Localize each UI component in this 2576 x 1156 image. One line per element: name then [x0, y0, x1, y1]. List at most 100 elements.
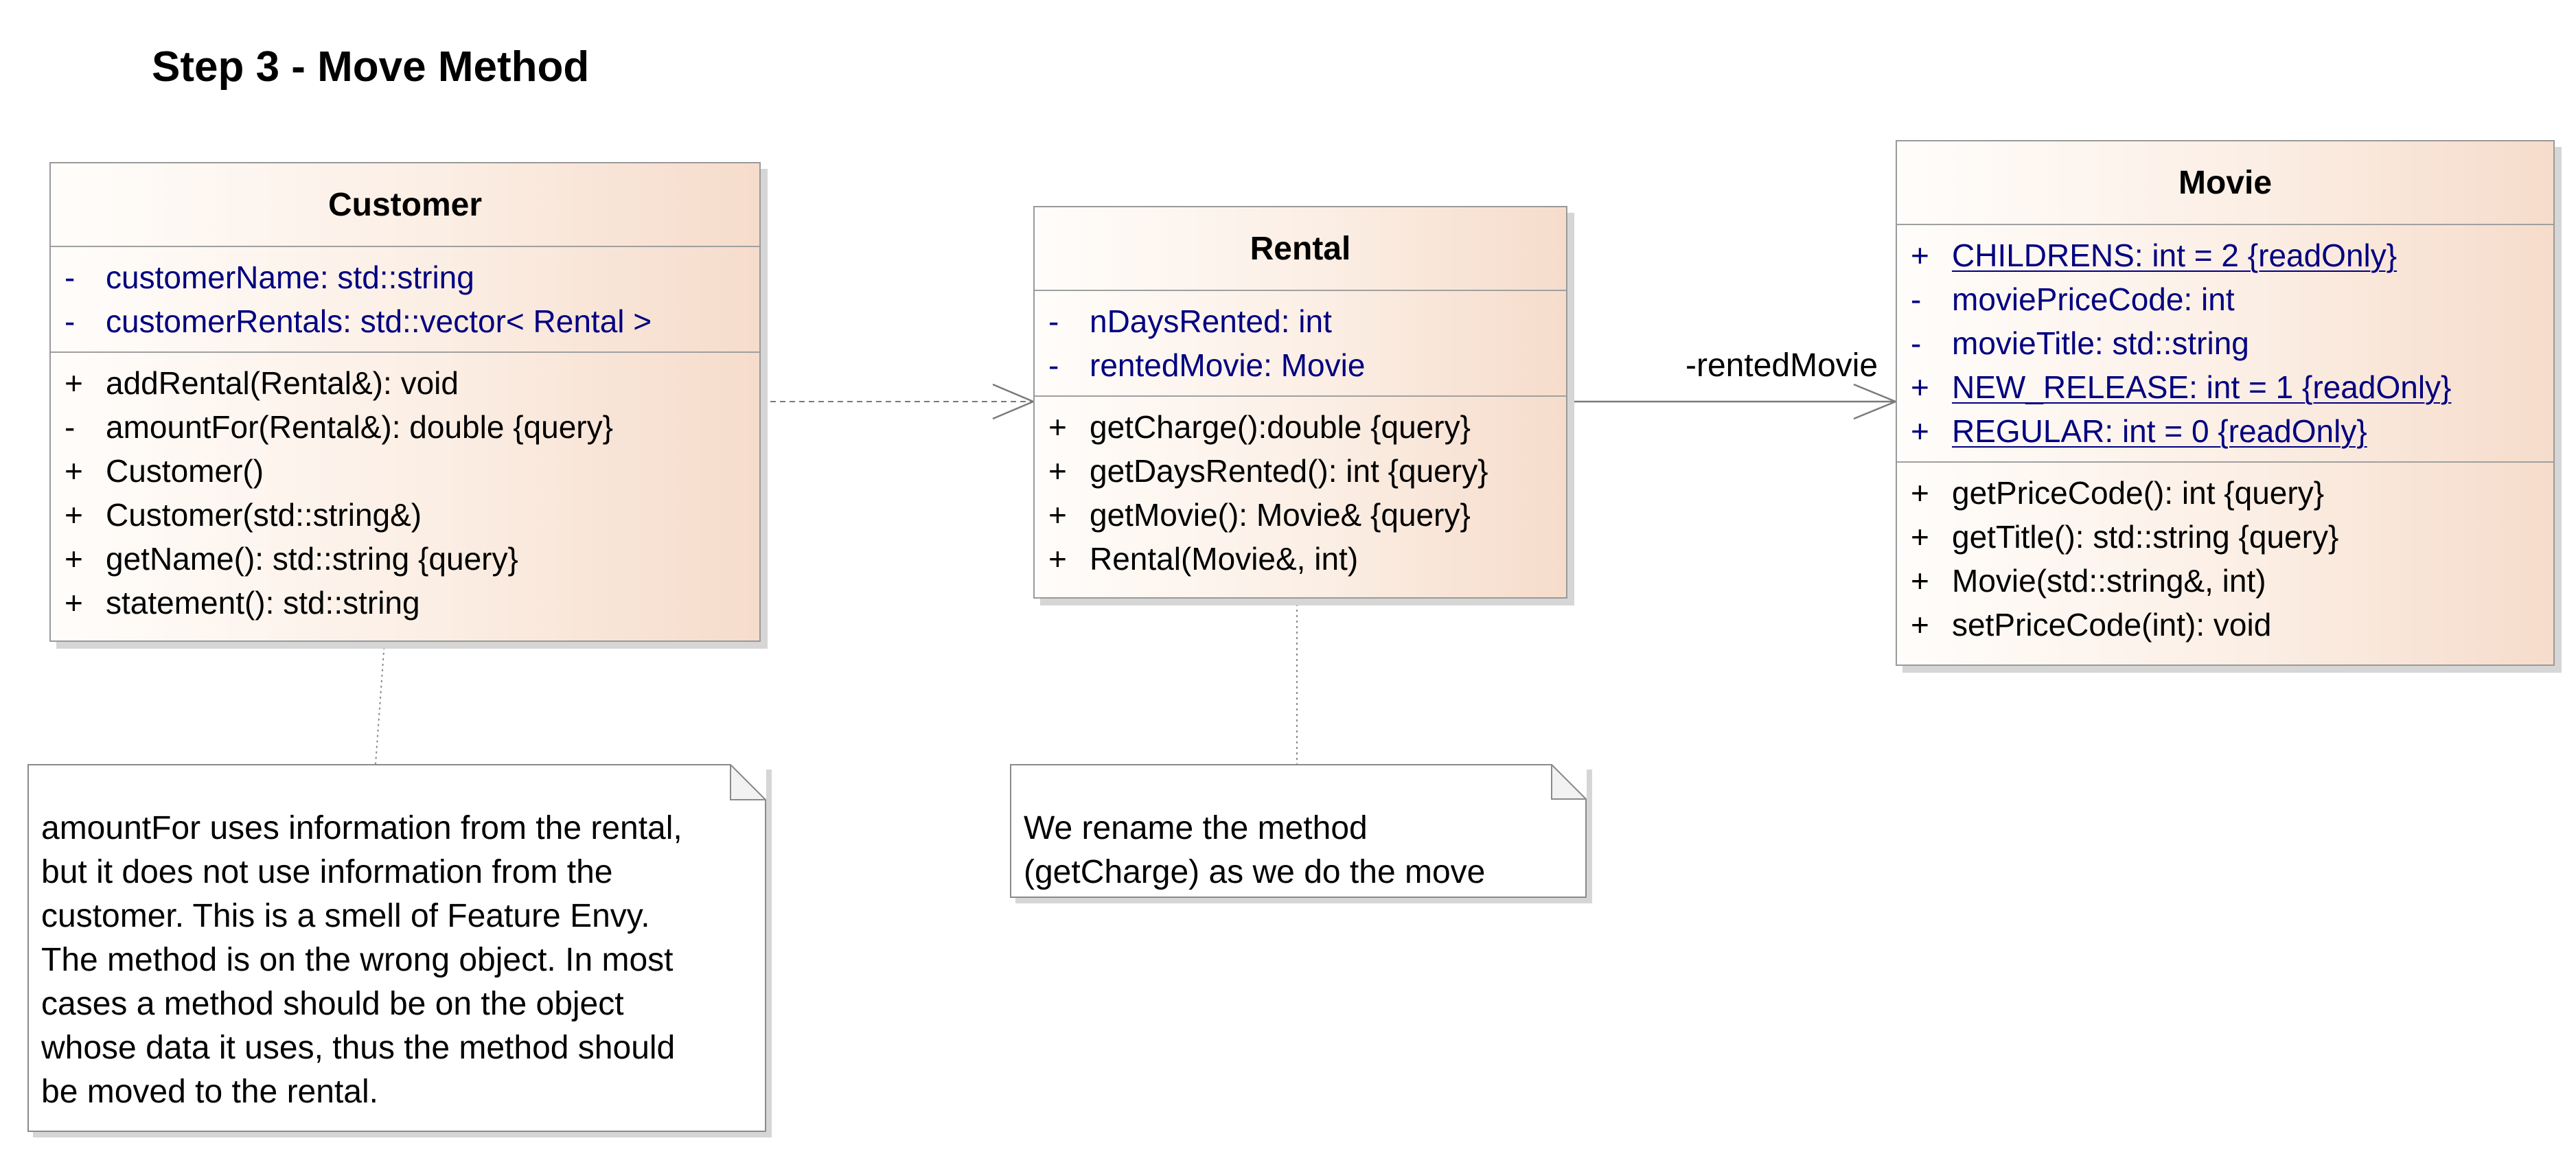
attributes-section: -customerName: std::string-customerRenta… [51, 247, 759, 353]
visibility-marker: - [65, 259, 76, 295]
operation-text: Rental(Movie&, int) [1090, 541, 1359, 577]
operation-text: getMovie(): Movie& {query} [1090, 497, 1471, 533]
operation-row: + Movie(std::string&, int) [1897, 559, 2553, 603]
operation-row: + getDaysRented(): int {query} [1035, 449, 1566, 493]
note-text: We rename the method (getCharge) as we do… [1024, 807, 1574, 894]
attribute-row: -moviePriceCode: int [1897, 277, 2553, 321]
operation-text: getTitle(): std::string {query} [1952, 519, 2339, 555]
visibility-marker: - [1911, 281, 1922, 317]
visibility-marker: - [1048, 347, 1059, 383]
note-line: but it does not use information from the [41, 854, 613, 890]
note-line: We rename the method [1024, 810, 1368, 846]
attribute-row: -rentedMovie: Movie [1035, 343, 1566, 387]
attribute-row: -nDaysRented: int [1035, 299, 1566, 343]
attribute-text: customerName: std::string [106, 259, 474, 295]
attribute-text: REGULAR: int = 0 {readOnly} [1952, 413, 2367, 449]
visibility-marker: + [1911, 413, 1929, 449]
operation-text: statement(): std::string [106, 585, 420, 621]
note-fold-icon [27, 764, 766, 1132]
visibility-marker: + [1911, 369, 1929, 405]
operation-row: + addRental(Rental&): void [51, 361, 759, 405]
attribute-text: movieTitle: std::string [1952, 325, 2249, 361]
operations-section: + getCharge():double {query} + getDaysRente… [1035, 397, 1566, 589]
association-role-label: -rentedMovie [1686, 347, 1878, 384]
operation-row: + getMovie(): Movie& {query} [1035, 493, 1566, 537]
class-customer[interactable]: Customer -customerName: std::string-cust… [49, 162, 761, 642]
note-fold-icon [1010, 764, 1587, 898]
visibility-marker: + [1048, 409, 1067, 445]
attribute-row: + REGULAR: int = 0 {readOnly} [1897, 409, 2553, 453]
operation-text: setPriceCode(int): void [1952, 607, 2272, 643]
visibility-marker: - [65, 409, 76, 445]
attribute-text: moviePriceCode: int [1952, 281, 2235, 317]
visibility-marker: + [1911, 563, 1929, 599]
note-line: (getCharge) as we do the move [1024, 854, 1486, 890]
note-text: amountFor uses information from the rent… [41, 807, 754, 1114]
operation-text: Customer() [106, 453, 264, 489]
attribute-text: nDaysRented: int [1090, 303, 1332, 339]
class-name: Rental [1035, 207, 1566, 291]
diagram-title: Step 3 - Move Method [152, 43, 590, 91]
operation-row: + statement(): std::string [51, 581, 759, 625]
operations-section: + getPriceCode(): int {query} + getTitle():… [1897, 463, 2553, 655]
visibility-marker: + [65, 585, 83, 621]
operation-text: addRental(Rental&): void [106, 365, 459, 401]
operation-row: + Customer(std::string&) [51, 493, 759, 537]
operation-row: + getName(): std::string {query} [51, 537, 759, 581]
attribute-row: -customerRentals: std::vector< Rental > [51, 299, 759, 343]
attribute-text: customerRentals: std::vector< Rental > [106, 303, 652, 339]
attribute-row: -customerName: std::string [51, 255, 759, 299]
attributes-section: -nDaysRented: int-rentedMovie: Movie [1035, 291, 1566, 397]
class-movie[interactable]: Movie +CHILDRENS: int = 2 {readOnly}-mov… [1896, 140, 2555, 666]
visibility-marker: + [1911, 519, 1929, 555]
customer-note-anchor [375, 641, 385, 765]
operation-row: + getPriceCode(): int {query} [1897, 471, 2553, 515]
visibility-marker: + [1911, 238, 1929, 273]
visibility-marker: + [1048, 497, 1067, 533]
attribute-row: -movieTitle: std::string [1897, 321, 2553, 365]
attribute-row: + NEW_RELEASE: int = 1 {readOnly} [1897, 365, 2553, 409]
operation-text: amountFor(Rental&): double {query} [106, 409, 613, 445]
note-line: The method is on the wrong object. In mo… [41, 942, 674, 978]
note-line: cases a method should be on the object [41, 986, 624, 1022]
operation-row: -amountFor(Rental&): double {query} [51, 405, 759, 449]
visibility-marker: - [65, 303, 76, 339]
visibility-marker: + [65, 365, 83, 401]
operation-text: Movie(std::string&, int) [1952, 563, 2266, 599]
visibility-marker: + [1911, 475, 1929, 511]
attribute-text: rentedMovie: Movie [1090, 347, 1366, 383]
operation-text: getName(): std::string {query} [106, 541, 518, 577]
note-line: be moved to the rental. [41, 1074, 378, 1110]
visibility-marker: - [1048, 303, 1059, 339]
note-customer[interactable]: amountFor uses information from the rent… [27, 764, 766, 1132]
operation-row: + getTitle(): std::string {query} [1897, 515, 2553, 559]
note-line: whose data it uses, thus the method shou… [41, 1030, 676, 1066]
operation-row: + getCharge():double {query} [1035, 405, 1566, 449]
class-name: Movie [1897, 141, 2553, 225]
operation-text: getCharge():double {query} [1090, 409, 1471, 445]
note-line: customer. This is a smell of Feature Env… [41, 898, 650, 934]
operation-row: + Customer() [51, 449, 759, 493]
visibility-marker: + [1048, 453, 1067, 489]
operation-row: + setPriceCode(int): void [1897, 603, 2553, 647]
operation-row: + Rental(Movie&, int) [1035, 537, 1566, 581]
operations-section: +addRental(Rental&): void-amountFor(Rent… [51, 353, 759, 633]
class-name: Customer [51, 163, 759, 247]
attribute-text: NEW_RELEASE: int = 1 {readOnly} [1952, 369, 2452, 405]
visibility-marker: + [65, 453, 83, 489]
note-rental[interactable]: We rename the method (getCharge) as we do… [1010, 764, 1587, 898]
attribute-row: + CHILDRENS: int = 2 {readOnly} [1897, 233, 2553, 277]
visibility-marker: + [65, 541, 83, 577]
visibility-marker: + [1911, 607, 1929, 643]
note-line: amountFor uses information from the rent… [41, 810, 682, 846]
visibility-marker: + [65, 497, 83, 533]
operation-text: getDaysRented(): int {query} [1090, 453, 1488, 489]
operation-text: Customer(std::string&) [106, 497, 422, 533]
attribute-text: CHILDRENS: int = 2 {readOnly} [1952, 238, 2397, 273]
attributes-section: +CHILDRENS: int = 2 {readOnly}-moviePric… [1897, 225, 2553, 463]
visibility-marker: + [1048, 541, 1067, 577]
operation-text: getPriceCode(): int {query} [1952, 475, 2325, 511]
class-rental[interactable]: Rental -nDaysRented: int-rentedMovie: Mo… [1033, 206, 1567, 599]
